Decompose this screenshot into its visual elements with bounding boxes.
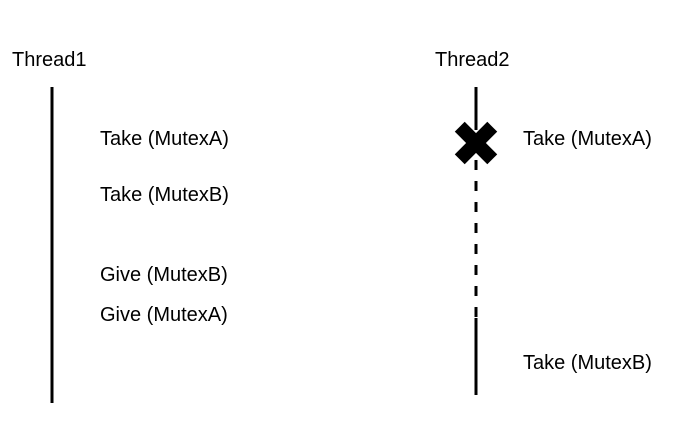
thread1-event-take-mutexa: Take (MutexA) [100, 128, 229, 150]
thread1-event-give-mutexa: Give (MutexA) [100, 304, 228, 326]
thread2-title: Thread2 [435, 49, 510, 71]
thread2-event-take-mutexb: Take (MutexB) [523, 352, 652, 374]
blocked-x-icon [454, 121, 498, 165]
thread2-event-take-mutexa: Take (MutexA) [523, 128, 652, 150]
thread1-event-give-mutexb: Give (MutexB) [100, 264, 228, 286]
thread1-event-take-mutexb: Take (MutexB) [100, 184, 229, 206]
thread1-title: Thread1 [12, 49, 87, 71]
